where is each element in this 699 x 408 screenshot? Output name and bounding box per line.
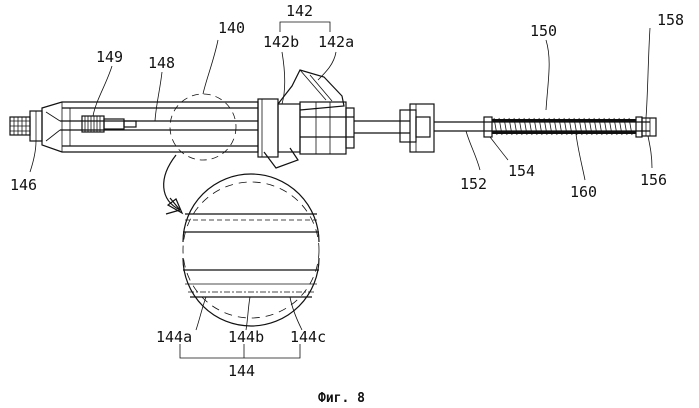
label-150: 150 bbox=[530, 22, 557, 40]
label-144c: 144c bbox=[290, 328, 326, 346]
coupling-block bbox=[400, 104, 434, 152]
end-cap-146 bbox=[10, 111, 42, 141]
label-140: 140 bbox=[218, 19, 245, 37]
label-156: 156 bbox=[640, 171, 667, 189]
label-146: 146 bbox=[10, 176, 37, 194]
label-154: 154 bbox=[508, 162, 535, 180]
label-142b: 142b bbox=[263, 33, 299, 51]
connector-142 bbox=[258, 70, 410, 168]
label-152: 152 bbox=[460, 175, 487, 193]
leader-lines bbox=[30, 22, 652, 358]
figure-caption: Фиг. 8 bbox=[318, 391, 365, 406]
label-158: 158 bbox=[657, 11, 684, 29]
label-144b: 144b bbox=[228, 328, 264, 346]
barrel-body bbox=[42, 102, 258, 152]
detail-arrow bbox=[164, 155, 182, 214]
label-149: 149 bbox=[96, 48, 123, 66]
shaft-152 bbox=[434, 122, 650, 131]
label-144a: 144a bbox=[156, 328, 192, 346]
detail-circle-140 bbox=[170, 94, 236, 160]
label-142a: 142a bbox=[318, 33, 354, 51]
label-144: 144 bbox=[228, 362, 255, 380]
label-148: 148 bbox=[148, 54, 175, 72]
label-160: 160 bbox=[570, 183, 597, 201]
enlarged-detail-144 bbox=[183, 174, 319, 326]
label-142: 142 bbox=[286, 2, 313, 20]
spring-160 bbox=[484, 117, 642, 137]
end-stop-156 bbox=[642, 118, 656, 136]
